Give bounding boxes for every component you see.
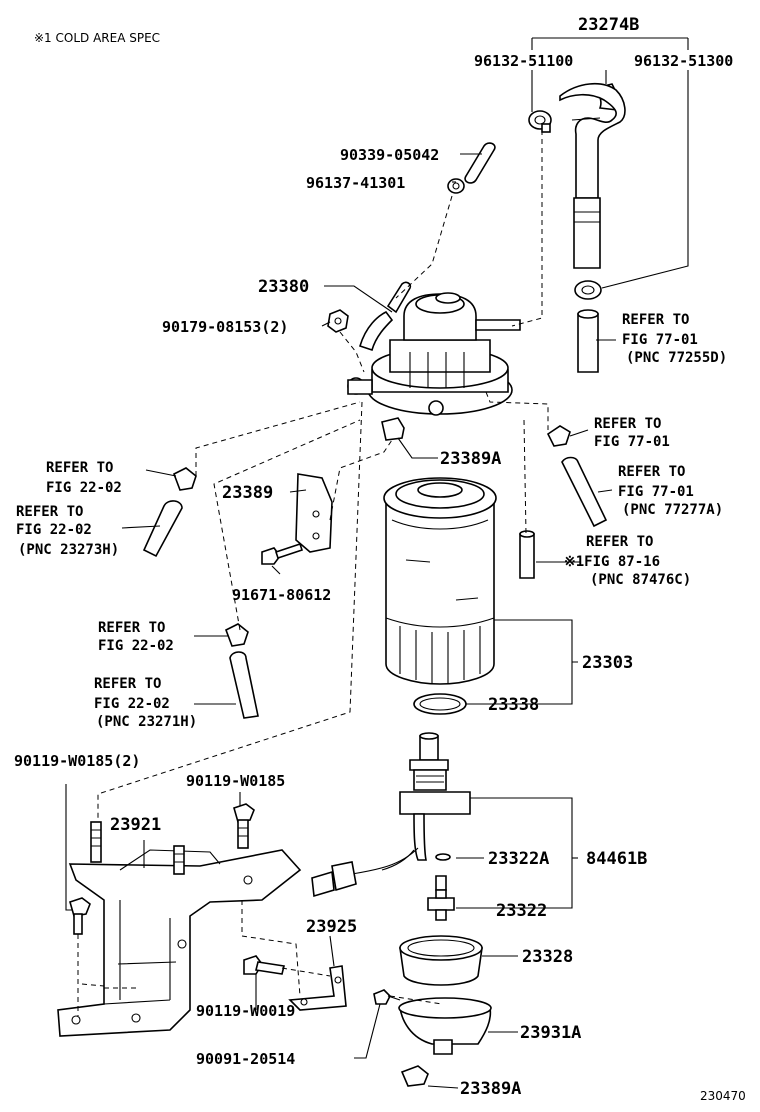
clamp-96137-41301-drawing xyxy=(447,178,465,194)
label-23921: 23921 xyxy=(110,815,161,835)
hose-87476c-drawing xyxy=(519,530,535,579)
fuel-filter-23303-drawing xyxy=(383,477,497,685)
bracket-23389-drawing xyxy=(295,473,333,553)
refer-to-4: REFER TO xyxy=(46,460,113,476)
label-90119-w0185: 90119-W0185 xyxy=(186,772,285,790)
bolt-90119-w0019-drawing xyxy=(243,955,285,975)
hose-77255d-drawing xyxy=(577,309,599,373)
fig-77-01-ref-1: FIG 77-01 xyxy=(622,332,698,348)
sensor-23322-drawing xyxy=(399,732,471,861)
label-90091-20514: 90091-20514 xyxy=(196,1050,295,1068)
fig-87-16-ref: ※1FIG 87-16 xyxy=(564,554,660,570)
pnc-77255d: (PNC 77255D) xyxy=(626,350,727,366)
fig-22-02-ref-1: FIG 22-02 xyxy=(46,480,122,496)
clamp-fig-22-02-lower-drawing xyxy=(224,623,249,647)
cup-23328-drawing xyxy=(399,935,483,986)
wire-connector-drawing xyxy=(311,847,419,898)
label-23338: 23338 xyxy=(488,695,539,715)
clamp-96132-51100-drawing xyxy=(528,110,552,133)
bolt-90091-20514-drawing xyxy=(373,989,401,1005)
fig-22-02-ref-3: FIG 22-02 xyxy=(98,638,174,654)
label-23931a: 23931A xyxy=(520,1023,581,1043)
label-23389a-top: 23389A xyxy=(440,449,501,469)
figure-id: 230470 xyxy=(700,1089,746,1103)
label-23322: 23322 xyxy=(496,901,547,921)
label-96132-51300: 96132-51300 xyxy=(634,52,733,70)
pnc-23271h: (PNC 23271H) xyxy=(96,714,197,730)
plug-90339-05042-drawing xyxy=(464,142,496,184)
dashed-lines xyxy=(77,130,549,1016)
label-23389: 23389 xyxy=(222,483,273,503)
label-23328: 23328 xyxy=(522,947,573,967)
stud-90119-w0185-left-drawing xyxy=(90,821,102,863)
nut-90179-08153-drawing xyxy=(327,309,349,333)
refer-to-3: REFER TO xyxy=(618,464,685,480)
band-23931a-drawing xyxy=(398,997,492,1055)
label-90339-05042: 90339-05042 xyxy=(340,146,439,164)
fig-77-01-ref-3: FIG 77-01 xyxy=(618,484,694,500)
refer-to-2: REFER TO xyxy=(594,416,661,432)
clamp-fig-22-02-upper-drawing xyxy=(172,467,197,491)
leader-lines xyxy=(65,37,689,1089)
fig-22-02-ref-2: FIG 22-02 xyxy=(16,522,92,538)
pnc-77277a: (PNC 77277A) xyxy=(622,502,723,518)
label-96137-41301: 96137-41301 xyxy=(306,174,405,192)
label-23380: 23380 xyxy=(258,277,309,297)
label-91671-80612: 91671-80612 xyxy=(232,586,331,604)
label-23303: 23303 xyxy=(582,653,633,673)
filter-head-23380-drawing xyxy=(347,281,521,416)
label-23274b: 23274B xyxy=(578,15,639,35)
hose-23271h-drawing xyxy=(229,651,259,719)
label-96132-51100: 96132-51100 xyxy=(474,52,573,70)
label-90179-08153: 90179-08153(2) xyxy=(162,318,288,336)
label-23925: 23925 xyxy=(306,917,357,937)
refer-to-1: REFER TO xyxy=(622,312,689,328)
o-ring-23338-drawing xyxy=(413,693,467,715)
bolt-91671-80612-drawing xyxy=(261,542,304,565)
hose-77277a-drawing xyxy=(561,456,608,528)
pnc-87476c: (PNC 87476C) xyxy=(590,572,691,588)
label-23389a-bottom: 23389A xyxy=(460,1079,521,1099)
label-84461b: 84461B xyxy=(586,849,647,869)
hose-96132-51300-drawing xyxy=(559,82,626,269)
clip-23389a-top-drawing xyxy=(381,417,405,441)
bracket-23925-drawing xyxy=(288,965,347,1011)
refer-to-6: REFER TO xyxy=(586,534,653,550)
pnc-23273h: (PNC 23273H) xyxy=(18,542,119,558)
label-23322a: 23322A xyxy=(488,849,549,869)
stud-90119-w0185-mid-drawing xyxy=(173,845,185,875)
refer-to-5: REFER TO xyxy=(16,504,83,520)
hose-23273h-drawing xyxy=(142,500,183,558)
fig-77-01-ref-2: FIG 77-01 xyxy=(594,434,670,450)
label-90119-w0019: 90119-W0019 xyxy=(196,1002,295,1020)
switch-23322-drawing xyxy=(427,875,455,921)
fig-22-02-ref-4: FIG 22-02 xyxy=(94,696,170,712)
clamp-fig-77-01-drawing xyxy=(546,425,571,447)
bolt-left-drawing xyxy=(69,897,91,935)
o-ring-23322a-drawing xyxy=(435,853,451,861)
refer-to-7: REFER TO xyxy=(98,620,165,636)
clamp-lower-drawing xyxy=(574,280,602,300)
clip-23389a-bottom-drawing xyxy=(400,1065,429,1087)
stud-90119-w0185-drawing xyxy=(233,803,255,849)
cold-area-note: ※1 COLD AREA SPEC xyxy=(34,31,160,45)
refer-to-8: REFER TO xyxy=(94,676,161,692)
label-90119-w0185-2: 90119-W0185(2) xyxy=(14,752,140,770)
